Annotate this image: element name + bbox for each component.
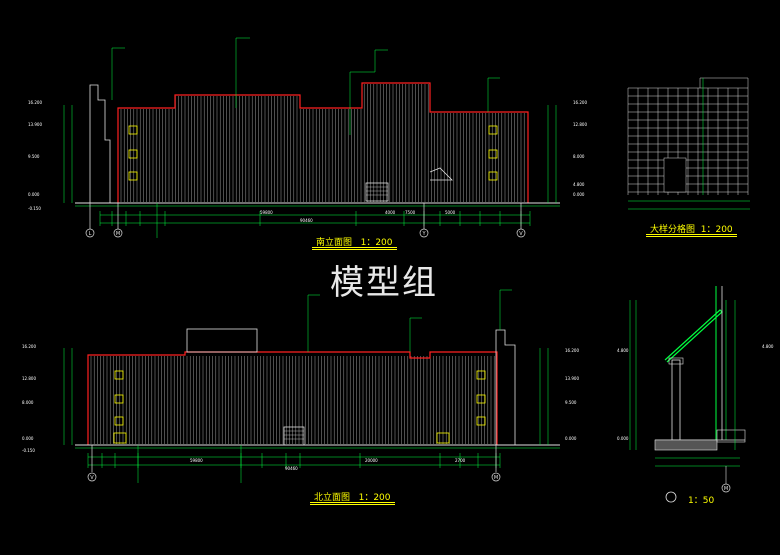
section-level-3: 4.800 (762, 344, 774, 349)
south-total-dim: 90460 (300, 218, 313, 223)
wall-section-scale: 1：50 (688, 496, 715, 506)
south-level-r3: 8.000 (573, 154, 585, 159)
south-level-r5: 0.000 (573, 192, 585, 197)
north-level-4: 0.000 (22, 436, 34, 441)
south-dim-3: 4000 (385, 210, 396, 215)
south-stack (89, 84, 111, 203)
south-roof-outline (117, 82, 529, 203)
south-door (365, 182, 389, 202)
north-level-5: -0.150 (22, 448, 35, 453)
south-level-1: 16.200 (28, 100, 42, 105)
north-elevation-title: 北立面图 1：200 (310, 490, 395, 505)
south-level-r1: 16.200 (573, 100, 587, 105)
wall-section: M 4.800 0.000 4.800 (617, 286, 774, 503)
section-level-1: 4.800 (617, 348, 629, 353)
north-level-r3: 9.500 (565, 400, 577, 405)
south-level-r2: 12.800 (573, 122, 587, 127)
south-axis-3: Y (421, 231, 426, 237)
south-windows (128, 125, 498, 181)
south-dim-4: 7500 (405, 210, 416, 215)
north-dim-2: 59800 (190, 458, 203, 463)
south-level-5: -0.150 (28, 206, 41, 211)
south-dim-5: 5000 (445, 210, 456, 215)
section-axis: M (724, 486, 728, 492)
north-axis-1: V (90, 475, 94, 481)
grid-detail (627, 77, 750, 210)
north-level-r2: 13.900 (565, 376, 579, 381)
south-facade-panels (120, 84, 525, 202)
south-axis-1: L (89, 231, 92, 237)
south-level-4: 0.000 (28, 192, 40, 197)
south-axis-4: V (519, 231, 523, 237)
south-axis-2: M (116, 231, 120, 237)
south-canopy (429, 167, 453, 181)
north-dim-3: 20000 (365, 458, 378, 463)
north-level-2: 12.800 (22, 376, 36, 381)
south-elevation: L M Y V 90460 59800 4000 7500 5000 16.20… (28, 37, 587, 238)
north-axis-2: M (494, 475, 498, 481)
north-elevation-scale: 1：200 (358, 493, 391, 503)
north-total-dim: 90460 (285, 466, 298, 471)
north-windows (113, 370, 486, 444)
north-roof-outline (87, 351, 498, 445)
north-level-3: 8.000 (22, 400, 34, 405)
south-level-3: 9.500 (28, 154, 40, 159)
watermark: 模型组 (330, 263, 438, 303)
section-canopy (664, 309, 723, 363)
south-elevation-scale: 1：200 (360, 238, 393, 248)
north-elevation: V M 90460 59800 20000 2700 16.200 12.800… (22, 289, 579, 483)
north-door (283, 426, 305, 446)
south-elevation-title: 南立面图 1：200 (312, 235, 397, 250)
north-level-1: 16.200 (22, 344, 36, 349)
south-dim-2: 59800 (260, 210, 273, 215)
north-level-r4: 0.000 (565, 436, 577, 441)
north-roof-box (186, 328, 258, 353)
grid-detail-title: 大样分格图 1：200 (646, 222, 737, 237)
section-level-2: 0.000 (617, 436, 629, 441)
grid-detail-scale: 1：200 (700, 225, 733, 235)
north-level-r1: 16.200 (565, 348, 579, 353)
section-marker (665, 491, 677, 503)
north-stack (495, 329, 516, 445)
north-dim-4: 2700 (455, 458, 466, 463)
south-level-r4: 4.800 (573, 182, 585, 187)
south-level-2: 13.900 (28, 122, 42, 127)
